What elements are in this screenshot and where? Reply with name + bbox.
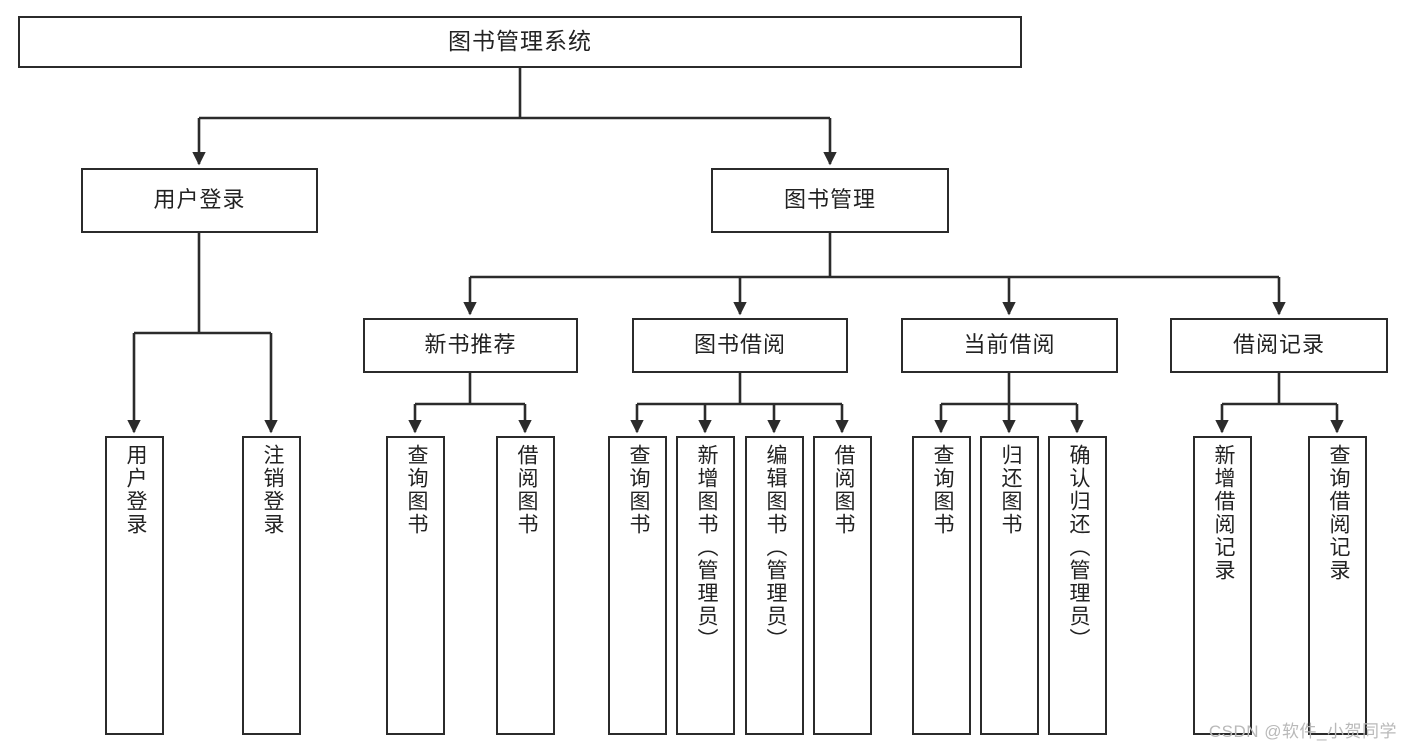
- leaf-recommend-query-book-label: 查询图书: [404, 444, 428, 536]
- node-current-borrow-label: 当前借阅: [963, 332, 1056, 358]
- leaf-record-query-record[interactable]: 查询借阅记录: [1308, 436, 1367, 735]
- node-book-management-label: 图书管理: [783, 187, 876, 213]
- node-root-label: 图书管理系统: [448, 28, 592, 55]
- leaf-current-confirm-return[interactable]: 确认归还（管理员）: [1048, 436, 1107, 735]
- leaf-borrow-query-book[interactable]: 查询图书: [608, 436, 667, 735]
- node-user-login[interactable]: 用户登录: [81, 168, 318, 233]
- leaf-borrow-borrow-book-label: 借阅图书: [831, 444, 855, 536]
- leaf-current-confirm-return-label: 确认归还（管理员）: [1066, 444, 1090, 651]
- node-new-book-recommend[interactable]: 新书推荐: [363, 318, 578, 373]
- node-book-borrow-label: 图书借阅: [693, 332, 786, 358]
- leaf-logout-login[interactable]: 注销登录: [242, 436, 301, 735]
- node-current-borrow[interactable]: 当前借阅: [901, 318, 1118, 373]
- leaf-record-add-record-label: 新增借阅记录: [1211, 444, 1235, 582]
- node-user-login-label: 用户登录: [153, 187, 246, 213]
- leaf-borrow-edit-book-label: 编辑图书（管理员）: [763, 444, 787, 651]
- leaf-recommend-query-book[interactable]: 查询图书: [386, 436, 445, 735]
- leaf-recommend-borrow-book-label: 借阅图书: [514, 444, 538, 536]
- leaf-borrow-add-book[interactable]: 新增图书（管理员）: [676, 436, 735, 735]
- leaf-recommend-borrow-book[interactable]: 借阅图书: [496, 436, 555, 735]
- leaf-current-query-book[interactable]: 查询图书: [912, 436, 971, 735]
- leaf-logout-login-label: 注销登录: [260, 444, 284, 536]
- node-borrow-record[interactable]: 借阅记录: [1170, 318, 1388, 373]
- leaf-current-return-book[interactable]: 归还图书: [980, 436, 1039, 735]
- leaf-user-login-label: 用户登录: [123, 444, 147, 536]
- node-book-management[interactable]: 图书管理: [711, 168, 949, 233]
- node-new-book-recommend-label: 新书推荐: [424, 332, 517, 358]
- leaf-borrow-edit-book[interactable]: 编辑图书（管理员）: [745, 436, 804, 735]
- leaf-borrow-add-book-label: 新增图书（管理员）: [694, 444, 718, 651]
- node-book-borrow[interactable]: 图书借阅: [632, 318, 848, 373]
- leaf-record-query-record-label: 查询借阅记录: [1326, 444, 1350, 582]
- leaf-borrow-query-book-label: 查询图书: [626, 444, 650, 536]
- csdn-watermark: CSDN @软件_小贺同学: [1208, 722, 1397, 741]
- leaf-borrow-borrow-book[interactable]: 借阅图书: [813, 436, 872, 735]
- node-borrow-record-label: 借阅记录: [1232, 332, 1325, 358]
- leaf-record-add-record[interactable]: 新增借阅记录: [1193, 436, 1252, 735]
- leaf-user-login[interactable]: 用户登录: [105, 436, 164, 735]
- node-root-system[interactable]: 图书管理系统: [18, 16, 1022, 68]
- leaf-current-query-book-label: 查询图书: [930, 444, 954, 536]
- leaf-current-return-book-label: 归还图书: [998, 444, 1022, 536]
